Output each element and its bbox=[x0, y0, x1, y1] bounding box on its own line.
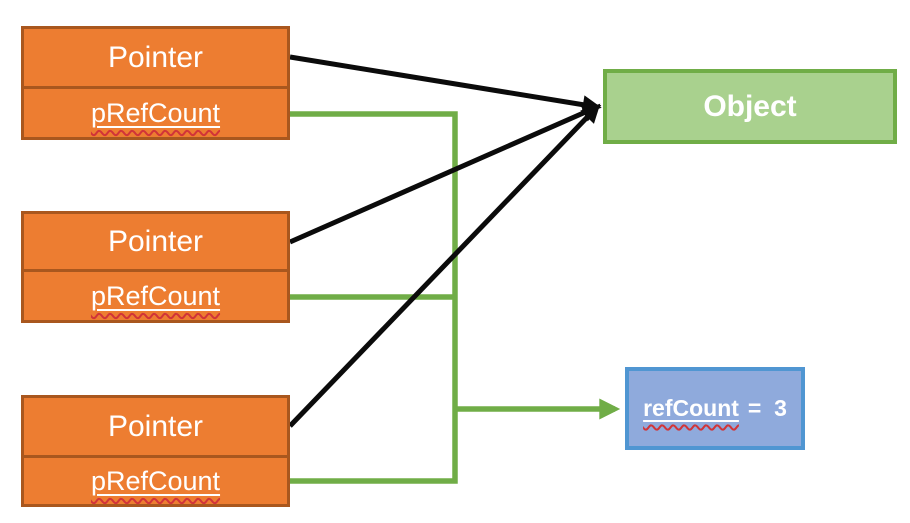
pointer-box-2-field: pRefCount bbox=[24, 272, 287, 320]
prefcount-3-squiggle: pRefCount bbox=[91, 466, 220, 497]
black-arrow-pointer1-to-object bbox=[289, 54, 602, 115]
pointer-box-2-title: Pointer bbox=[24, 214, 287, 272]
prefcount-3-label: pRefCount bbox=[90, 465, 221, 496]
refcount-value: = 3 bbox=[747, 395, 787, 421]
black-arrow-pointer3-to-object bbox=[288, 103, 601, 428]
pointer-box-3: Pointer pRefCount bbox=[21, 395, 290, 507]
refcount-box: refCount = 3 bbox=[625, 367, 805, 450]
prefcount-2-squiggle: pRefCount bbox=[91, 281, 220, 312]
pointer-box-1-field: pRefCount bbox=[24, 89, 287, 137]
pointer-box-2: Pointer pRefCount bbox=[21, 211, 290, 323]
pointer-2-label: Pointer bbox=[107, 224, 204, 258]
refcount-keyword: refCount bbox=[643, 395, 739, 421]
prefcount-2-label: pRefCount bbox=[90, 280, 221, 311]
prefcount-1-squiggle: pRefCount bbox=[91, 98, 220, 129]
pointer-1-label: Pointer bbox=[107, 40, 204, 74]
prefcount-1-label: pRefCount bbox=[90, 97, 221, 128]
object-box: Object bbox=[603, 69, 897, 144]
pointer-box-1-title: Pointer bbox=[24, 29, 287, 89]
pointer-box-3-field: pRefCount bbox=[24, 458, 287, 504]
refcount-keyword-squiggle: refCount bbox=[643, 395, 739, 422]
black-arrow-pointer2-to-object bbox=[288, 104, 602, 245]
pointer-box-3-title: Pointer bbox=[24, 398, 287, 458]
pointer-3-label: Pointer bbox=[107, 409, 204, 443]
pointer-box-1: Pointer pRefCount bbox=[21, 26, 290, 140]
object-label: Object bbox=[703, 89, 797, 123]
